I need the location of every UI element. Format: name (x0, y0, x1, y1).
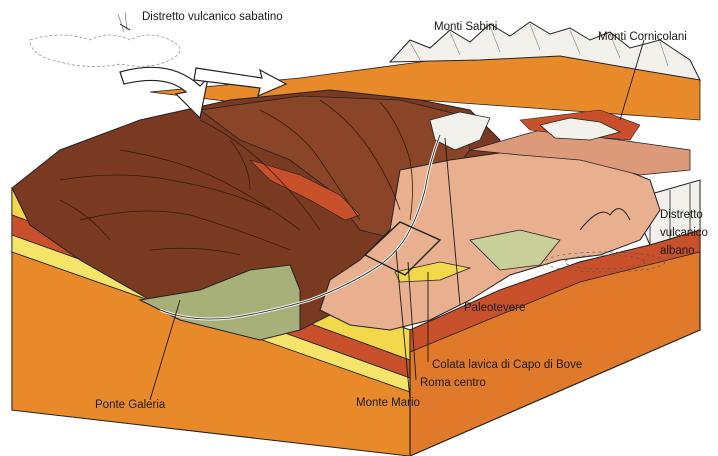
label-monti-sabini: Monti Sabini (434, 21, 497, 33)
label-ponte-galeria: Ponte Galeria (95, 399, 166, 411)
label-monte-mario: Monte Mario (356, 397, 420, 409)
label-monti-cornicolani: Monti Cornicolani (598, 31, 687, 43)
label-distretto-sabatino: Distretto vulcanico sabatino (142, 11, 283, 23)
label-paleotevere: Paleotevere (464, 302, 525, 314)
label-distretto-albano-1: Distretto (660, 209, 703, 221)
label-distretto-albano-2: vulcanico (660, 227, 708, 239)
label-colata-lavica: Colata lavica di Capo di Bove (432, 359, 582, 371)
label-distretto-albano-3: albano (660, 245, 695, 257)
label-roma-centro: Roma centro (420, 377, 486, 389)
